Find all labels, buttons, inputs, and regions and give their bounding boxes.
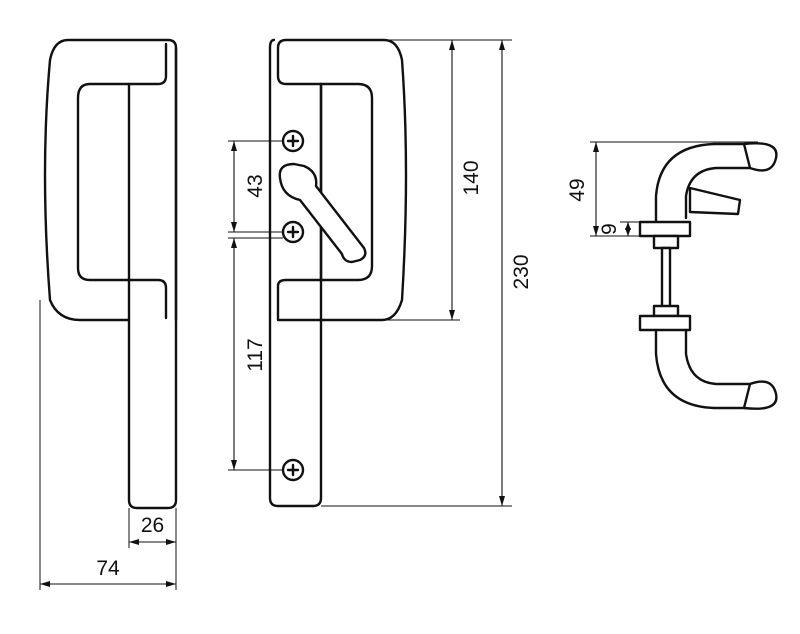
label-117: 117 bbox=[244, 338, 267, 371]
screw-top-icon bbox=[281, 129, 305, 153]
side-lower-arc-outer bbox=[654, 328, 760, 410]
dim-shaft-width: 26 bbox=[128, 508, 177, 548]
front-handle-inner bbox=[76, 42, 168, 320]
side-lower-rose bbox=[638, 314, 692, 332]
side-lock-lever-icon bbox=[688, 186, 742, 216]
label-43: 43 bbox=[244, 174, 267, 197]
side-upper-arc-outer bbox=[654, 142, 760, 232]
dim-overall-width: 74 bbox=[39, 300, 177, 590]
dim-side-height: 49 9 bbox=[566, 141, 758, 237]
backplate-view-handle bbox=[268, 38, 408, 508]
front-view-handle bbox=[43, 38, 178, 510]
side-lower-collar bbox=[652, 304, 680, 318]
side-upper-arc-inner bbox=[684, 166, 752, 220]
label-26: 26 bbox=[141, 514, 164, 537]
backplate-outline bbox=[268, 38, 323, 508]
side-upper-rose bbox=[638, 220, 692, 238]
dim-overall-height: 230 bbox=[321, 40, 533, 507]
grip-outline bbox=[276, 38, 408, 322]
side-upper-collar bbox=[652, 234, 680, 250]
label-74: 74 bbox=[96, 557, 120, 580]
screw-middle-icon bbox=[281, 220, 305, 244]
screw-bottom-icon bbox=[281, 458, 305, 482]
lock-lever-icon bbox=[278, 162, 367, 264]
label-140: 140 bbox=[460, 160, 483, 195]
front-handle-outline bbox=[43, 38, 178, 510]
side-lower-tip bbox=[742, 380, 778, 410]
label-9: 9 bbox=[598, 223, 621, 235]
dim-screw-spacing: 43 117 bbox=[228, 140, 283, 471]
side-spindle bbox=[660, 246, 672, 310]
dim-grip-height: 140 bbox=[382, 39, 512, 321]
side-upper-tip bbox=[742, 142, 778, 172]
side-lower-arc-inner bbox=[684, 328, 752, 386]
label-49: 49 bbox=[566, 178, 589, 201]
side-view-handle bbox=[638, 142, 778, 410]
label-230: 230 bbox=[510, 254, 533, 289]
